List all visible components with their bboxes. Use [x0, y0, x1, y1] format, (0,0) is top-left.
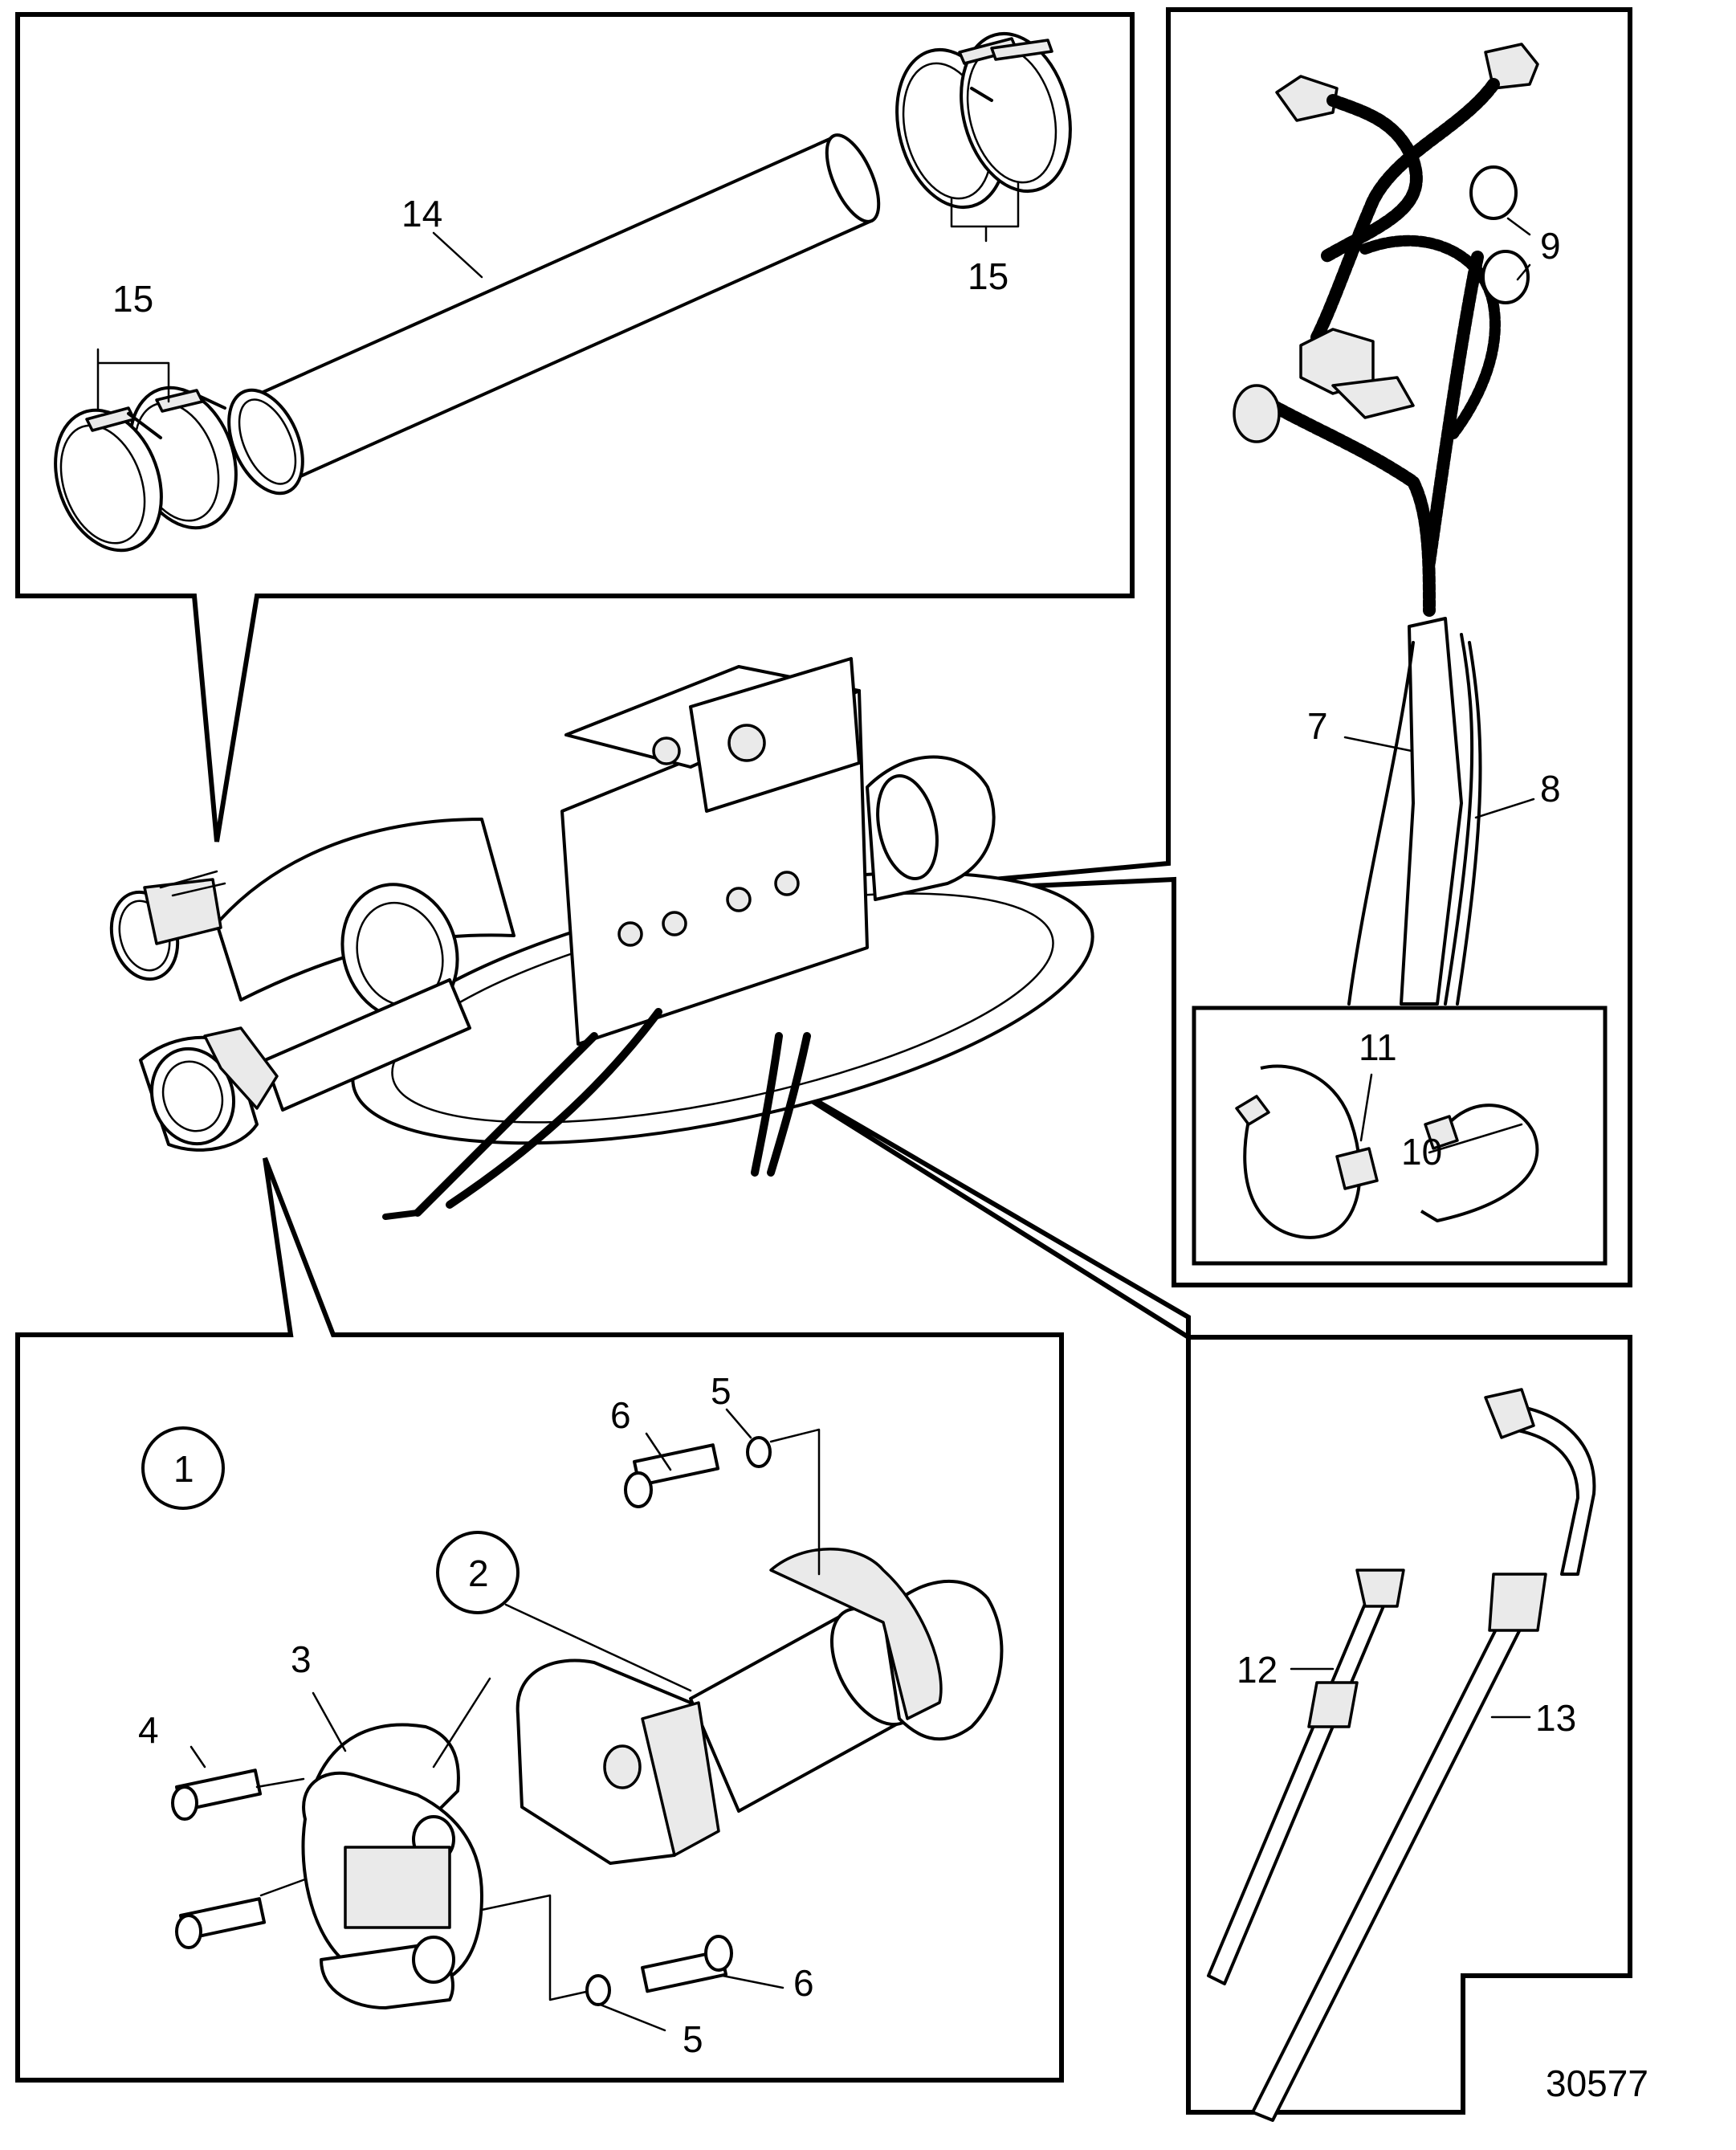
cable-tie-part-11: [1235, 1064, 1379, 1239]
callout-7: 7: [1307, 705, 1328, 747]
hose-clamps-left-part-15: [54, 386, 238, 553]
callout-10: 10: [1401, 1131, 1442, 1173]
exhaust-pipe-part-14: [227, 133, 881, 496]
callout-2-circle: [436, 1531, 520, 1614]
panel-exhaust-pipe: 14 15 15: [15, 12, 1135, 842]
callout-15-left: 15: [112, 278, 153, 320]
line-part-12: [1207, 1569, 1405, 1985]
bolt-part-6-bottom: [641, 1935, 733, 1993]
washer-part-5-top: [746, 1436, 772, 1468]
callout-5-top: 5: [711, 1370, 731, 1412]
callout-8: 8: [1540, 768, 1561, 810]
wiring-harness-parts-7-8-9: [1233, 43, 1539, 1006]
callout-3: 3: [291, 1638, 312, 1680]
callout-4: 4: [138, 1709, 159, 1751]
callout-6-bottom: 6: [793, 1962, 814, 2004]
callout-6-top: 6: [610, 1394, 631, 1436]
engine-transmission-assembly: [109, 657, 1094, 1220]
callout-1-circle: [141, 1426, 225, 1510]
figure-number: 30577: [1546, 2062, 1648, 2104]
panel-wiring-harness: 7 8 9 11 10: [818, 7, 1632, 1287]
callout-9: 9: [1540, 225, 1561, 267]
panel-lines: 12 13: [745, 1058, 1632, 2122]
cable-tie-part-10: [1420, 1104, 1539, 1222]
hose-clamps-right-part-15: [895, 31, 1072, 210]
callout-13: 13: [1535, 1697, 1576, 1739]
callout-14: 14: [401, 193, 442, 235]
callout-2: 2: [468, 1552, 489, 1594]
callout-1: 1: [173, 1448, 194, 1490]
callout-5-bottom: 5: [683, 2018, 703, 2060]
bolts-part-4: [171, 1769, 267, 1949]
drive-shaft-part-2: [516, 1548, 1004, 1865]
universal-joint-part-3: [301, 1723, 483, 2009]
callout-12: 12: [1237, 1649, 1278, 1691]
callout-11: 11: [1359, 1026, 1397, 1068]
line-part-13: [1251, 1388, 1596, 2122]
washer-part-5-bottom: [585, 1974, 611, 2006]
bolt-part-6-top: [624, 1443, 720, 1508]
callout-15-right: 15: [968, 255, 1009, 297]
panel-drive-shaft: 1 2 3 4 6 5 6 5: [15, 1157, 1064, 2083]
